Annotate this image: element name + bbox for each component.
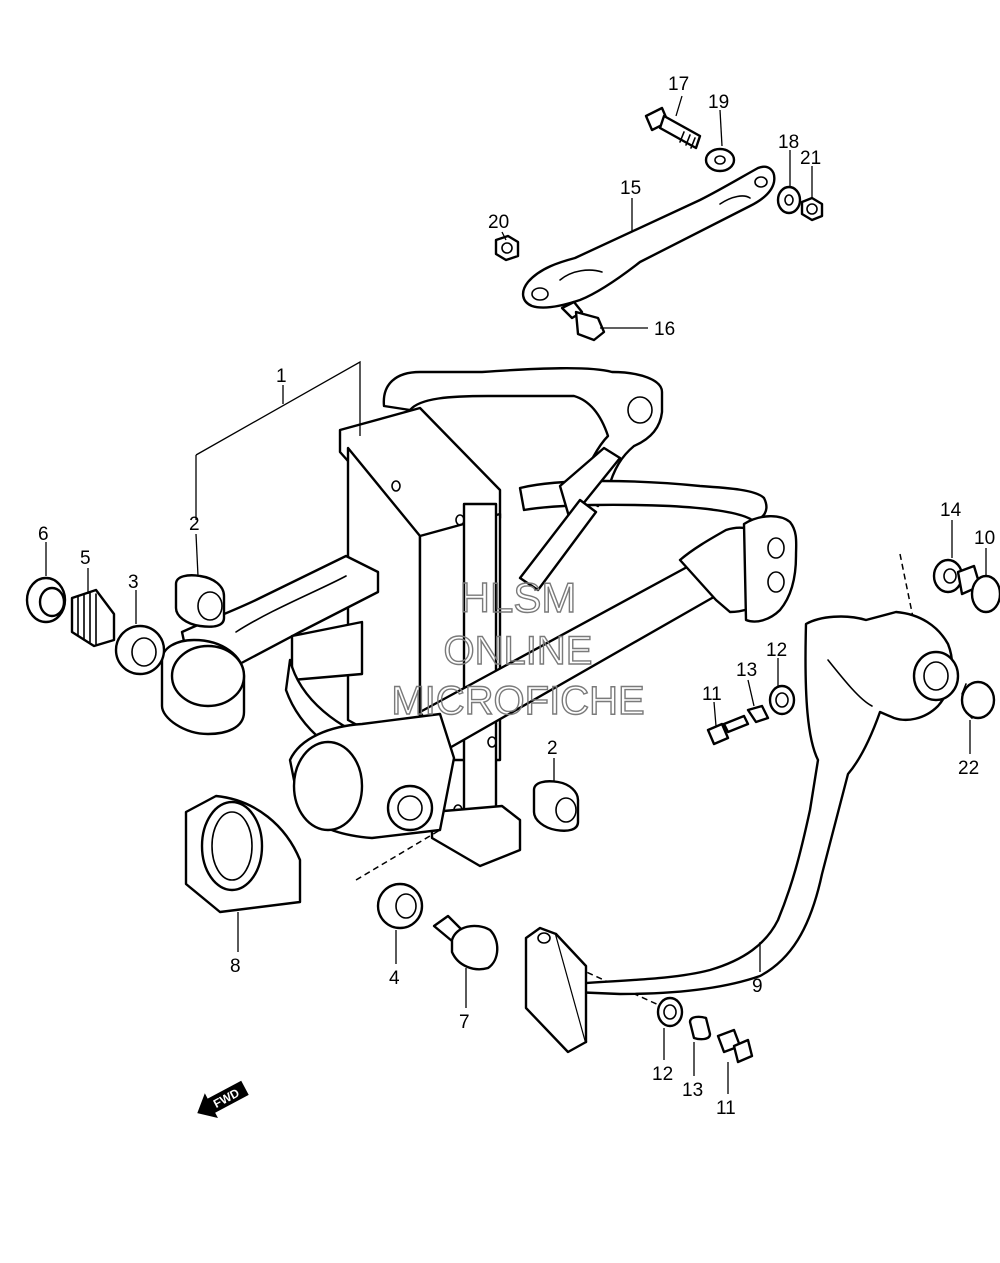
fwd-arrow-icon [197,1080,249,1118]
callout-8: 8 [230,956,241,977]
callout-3: 3 [128,572,139,593]
axis-line-right [899,553,917,633]
callout-21: 21 [800,148,821,169]
swingarm-1 [160,367,798,868]
callout-16: 16 [654,319,675,340]
nut-21 [800,196,824,222]
callout-7: 7 [459,1012,470,1033]
callout-12-lower: 12 [652,1064,673,1085]
callout-15: 15 [620,178,641,199]
callout-labels: 17 19 18 21 15 20 16 1 2 6 5 3 14 10 12 … [38,74,995,1119]
dust-cover-8 [184,794,302,914]
pivot-bolt-7 [432,914,499,971]
callout-13-lower: 13 [682,1080,703,1101]
watermark: HLSM ONLINE MICROFICHE [391,573,646,723]
collar-12-lower [656,996,684,1028]
spacer-5 [70,588,116,648]
seal-6 [25,576,67,624]
callout-18: 18 [778,132,799,153]
bolt-17 [644,106,702,150]
link-hole-front [531,287,549,301]
washer-19 [704,147,736,173]
link-hole-rear [754,176,768,188]
torque-link-assembly [494,106,824,342]
callout-9: 9 [752,976,763,997]
pivot-cap-10 [956,564,1000,614]
bolt-11-lower [716,1028,754,1064]
swingarm-brace-9 [524,610,960,1054]
collar-12-upper [768,684,796,716]
fwd-arrow: FWD [197,1080,249,1118]
bearing-3 [114,624,166,676]
callout-17: 17 [668,74,689,95]
bolt-11-upper [706,714,750,746]
callout-20: 20 [488,212,509,233]
callout-2-upper: 2 [189,514,200,535]
spacer-13-lower [688,1015,712,1041]
watermark-line-3: MICROFICHE [391,679,644,723]
callout-4: 4 [389,968,400,989]
bearing-4 [376,882,424,930]
callout-13-upper: 13 [736,660,757,681]
watermark-line-2: ONLINE [444,629,593,673]
callout-6: 6 [38,524,49,545]
callout-19: 19 [708,92,729,113]
leader-lines [45,95,987,1094]
torque-link-bar [521,165,776,309]
callout-5: 5 [80,548,91,569]
spacer-13-upper [746,704,770,724]
callout-2-lower: 2 [547,738,558,759]
axis-line-left [355,829,441,881]
callout-12-upper: 12 [766,640,787,661]
nut-20 [494,234,520,262]
washer-18 [776,185,802,215]
callout-10: 10 [974,528,995,549]
bushing-2-lower [532,780,580,832]
cap-22 [960,680,996,720]
callout-22: 22 [958,758,979,779]
bushing-2-upper [174,574,226,628]
callout-11-upper: 11 [702,684,722,705]
callout-14: 14 [940,500,962,521]
callout-1: 1 [276,366,287,387]
bolt-16 [560,300,606,342]
watermark-line-1: HLSM [460,574,577,621]
callout-11-lower: 11 [716,1098,736,1119]
